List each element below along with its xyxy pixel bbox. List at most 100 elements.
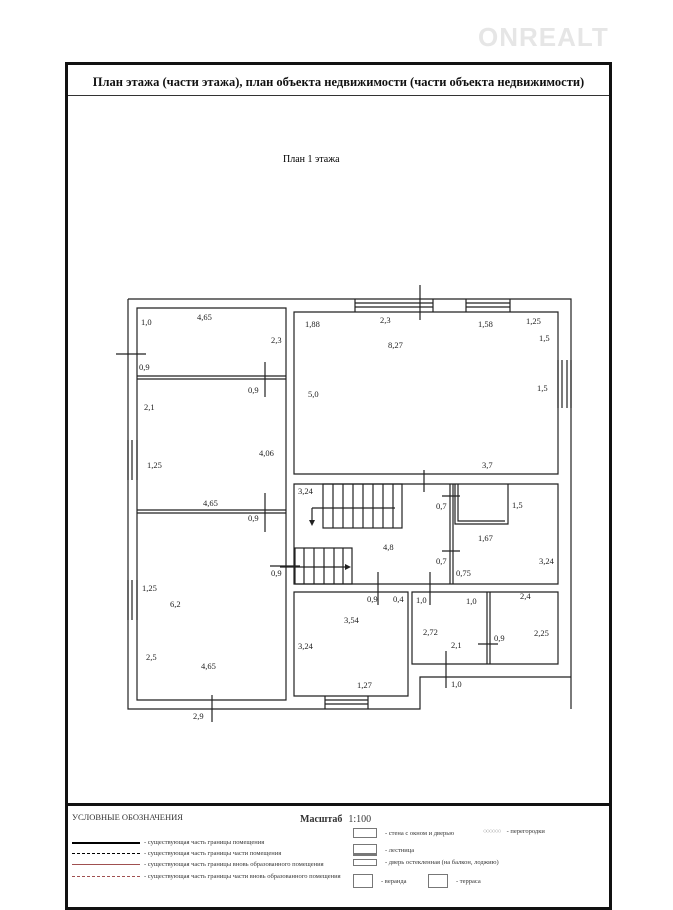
dimension-label: 2,1 (144, 402, 155, 412)
legend-text: - терраса (456, 877, 481, 885)
glass-door-symbol-icon (353, 859, 377, 866)
dimension-label: 2,9 (193, 711, 204, 721)
legend-heading: УСЛОВНЫЕ ОБОЗНАЧЕНИЯ (72, 812, 183, 822)
legend-line-4: - существующая часть границы части вновь… (72, 873, 341, 880)
dimension-label: 1,0 (141, 317, 152, 327)
partition-2 (137, 509, 286, 514)
right-lower-rooms-outline (411, 591, 559, 665)
dimension-label: 6,2 (170, 599, 181, 609)
dimension-label: 1,88 (305, 319, 320, 329)
dimension-label: 5,0 (308, 389, 319, 399)
dimension-label: 1,25 (526, 316, 541, 326)
legend-stairs: - лестница (353, 844, 414, 856)
window-right (557, 360, 572, 408)
partition-1 (137, 375, 286, 380)
legend-text: - существующая часть границы части вновь… (144, 873, 341, 880)
stairs-symbol-icon (353, 844, 377, 856)
legend-veranda: - веранда (353, 874, 407, 888)
dashed-line-swatch (72, 853, 140, 854)
red-solid-line-swatch (72, 864, 140, 865)
sheet-title: План этажа (части этажа), план объекта н… (92, 75, 585, 89)
dimension-label: 1,27 (357, 680, 372, 690)
dimension-label: 0,9 (271, 568, 282, 578)
left-rooms-outline (136, 307, 287, 701)
legend-text: - лестница (385, 846, 415, 854)
dimension-label: 3,24 (539, 556, 555, 566)
dimension-label: 1,58 (478, 319, 493, 329)
legend-line-1: - существующая часть границы помещения (72, 839, 264, 846)
dimension-label: 3,24 (298, 486, 314, 496)
dimension-label: 2,25 (534, 628, 549, 638)
lower-room-outline (293, 591, 409, 697)
dimension-label: 0,7 (436, 501, 447, 511)
dimension-label: 3,7 (482, 460, 493, 470)
dimension-label: 2,5 (146, 652, 157, 662)
scale-value: 1:100 (348, 814, 372, 825)
partition-symbol-icon: ○○○○○○ (483, 828, 502, 835)
partition-4 (486, 592, 491, 664)
legend-text: - существующая часть границы помещения (144, 839, 265, 846)
dimension-label: 0,9 (367, 594, 378, 604)
arrow-down-icon (309, 520, 315, 526)
legend-partition: ○○○○○○ - перегородки (483, 828, 545, 835)
dimension-label: 4,65 (203, 498, 218, 508)
legend-text: - существующая часть границы вновь образ… (144, 861, 324, 868)
dimension-label: 8,27 (388, 340, 403, 350)
window-bottom (324, 696, 369, 709)
dimension-label: 1,67 (478, 533, 493, 543)
scale-label: Масштаб (300, 814, 343, 825)
legend-text: - дверь остекленная (на балкон, лоджию) (385, 859, 499, 866)
red-dashed-line-swatch (72, 876, 140, 877)
stairs-upper (322, 483, 403, 529)
dimension-label: 4,8 (383, 542, 394, 552)
legend-terrace: - терраса (428, 874, 481, 888)
wall-symbol-icon (353, 828, 377, 838)
legend-text: - существующая часть границы части помещ… (144, 850, 282, 857)
outer-wall (127, 298, 572, 710)
veranda-symbol-icon (353, 874, 373, 888)
dimension-label: 4,65 (201, 661, 216, 671)
window-top (354, 299, 511, 312)
living-room-outline (293, 311, 559, 475)
dimension-label: 4,65 (197, 312, 212, 322)
dimension-label: 0,9 (139, 362, 150, 372)
dimension-label: 4,06 (259, 448, 274, 458)
dimension-label: 2,1 (451, 640, 462, 650)
legend-text: - веранда (381, 877, 407, 885)
dimension-label: 1,5 (539, 333, 550, 343)
partition-3 (449, 484, 454, 584)
legend-line-3: - существующая часть границы вновь образ… (72, 861, 324, 868)
dimension-label: 0,9 (248, 513, 259, 523)
sheet-frame: План этажа (части этажа), план объекта н… (65, 62, 612, 910)
dimension-label: 3,54 (344, 615, 360, 625)
scale: Масштаб 1:100 (300, 814, 371, 825)
dimension-label: 0,4 (393, 594, 404, 604)
title-divider (68, 95, 609, 96)
watermark-logo: ONREALT (478, 22, 609, 52)
dimension-label: 0,7 (436, 556, 447, 566)
dimension-label: 2,3 (271, 335, 282, 345)
plan-title: План 1 этажа (283, 154, 340, 165)
legend-wall: - стена с окном и дверью (353, 828, 454, 838)
arrow-right-icon (345, 564, 351, 570)
dimension-label: 1,25 (142, 583, 157, 593)
dimension-label: 1,5 (512, 500, 523, 510)
dimension-label: 0,9 (248, 385, 259, 395)
legend-glass-door: - дверь остекленная (на балкон, лоджию) (353, 859, 499, 866)
terrace-symbol-icon (428, 874, 448, 888)
legend: УСЛОВНЫЕ ОБОЗНАЧЕНИЯ Масштаб 1:100 - суще… (68, 803, 609, 907)
dimension-label: 1,0 (451, 679, 462, 689)
dimension-label: 0,9 (494, 633, 505, 643)
solid-line-swatch (72, 841, 140, 844)
legend-text: - стена с окном и дверью (385, 829, 455, 837)
dimension-label: 1,5 (537, 383, 548, 393)
dimension-label: 0,75 (456, 568, 471, 578)
hall-outline (293, 483, 559, 585)
window-left (127, 440, 138, 480)
dimension-label: 1,0 (416, 595, 427, 605)
dimension-label: 2,4 (520, 591, 531, 601)
dimension-label: 1,0 (466, 596, 477, 606)
legend-text: - перегородки (506, 828, 545, 835)
